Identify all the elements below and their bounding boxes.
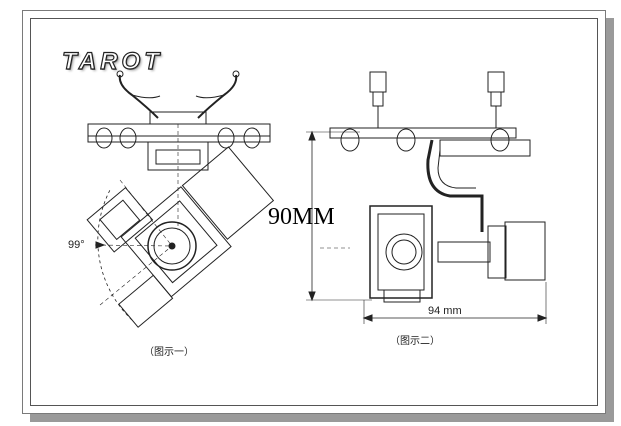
top-plate xyxy=(87,123,271,137)
figure-one-gimbal xyxy=(86,70,275,328)
support-arm xyxy=(426,139,484,232)
side-lens xyxy=(385,233,423,271)
angle-arc xyxy=(97,189,133,321)
tilt-angle-label: 99° xyxy=(68,239,85,251)
pitch-motor xyxy=(147,221,197,271)
mount-posts xyxy=(369,71,505,128)
width-dimension-label: 94 mm xyxy=(428,305,462,317)
frame-inner-border xyxy=(30,18,598,406)
tarot-logo: TAROT xyxy=(61,47,163,75)
figure-two-gimbal xyxy=(306,71,548,324)
side-top-plate xyxy=(329,127,517,139)
side-camera xyxy=(369,205,433,299)
figure-two-caption: （图示二） xyxy=(390,336,440,347)
side-battery xyxy=(504,221,546,281)
battery-block xyxy=(181,146,275,240)
height-dimension-label: 90MM xyxy=(268,204,335,230)
damper-balls xyxy=(95,127,261,149)
figure-one-caption: （图示一） xyxy=(144,347,194,358)
